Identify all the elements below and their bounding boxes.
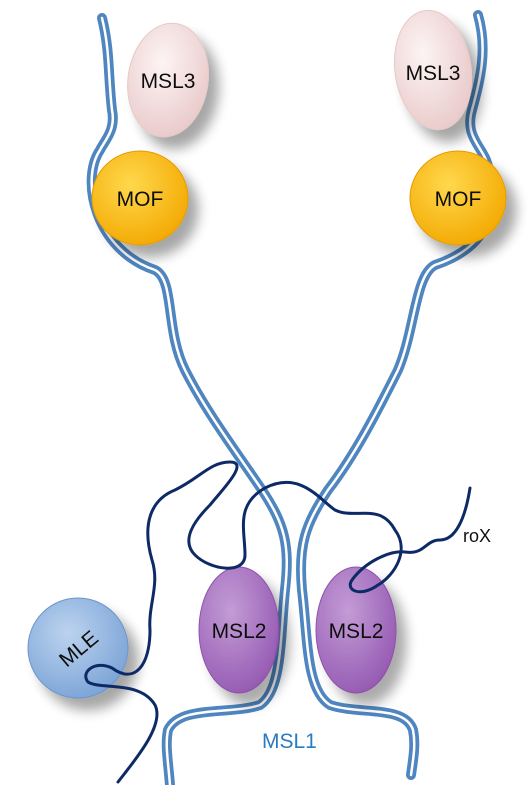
msl3-right: MSL3 — [393, 9, 473, 131]
msl3-left: MSL3 — [127, 22, 209, 138]
msl2-right: MSL2 — [315, 566, 397, 694]
mle: MLE — [27, 597, 129, 699]
mof-left: MOF — [91, 150, 189, 246]
msl1-strand-right — [295, 10, 498, 780]
rox-rna — [84, 460, 472, 784]
msl2-left-label: MSL2 — [212, 620, 267, 643]
rox-label: roX — [463, 526, 491, 546]
mof-right-label: MOF — [435, 188, 482, 211]
msl1-strands — [86, 10, 498, 785]
msl2-left: MSL2 — [198, 566, 280, 694]
mof-right: MOF — [409, 150, 507, 246]
msl3-left-label: MSL3 — [141, 70, 196, 93]
msl2-right-label: MSL2 — [329, 620, 384, 643]
mof-left-label: MOF — [117, 188, 164, 211]
msl3-right-label: MSL3 — [406, 62, 461, 85]
msl1-label: MSL1 — [262, 730, 317, 753]
msl1-strand-left — [86, 13, 292, 785]
